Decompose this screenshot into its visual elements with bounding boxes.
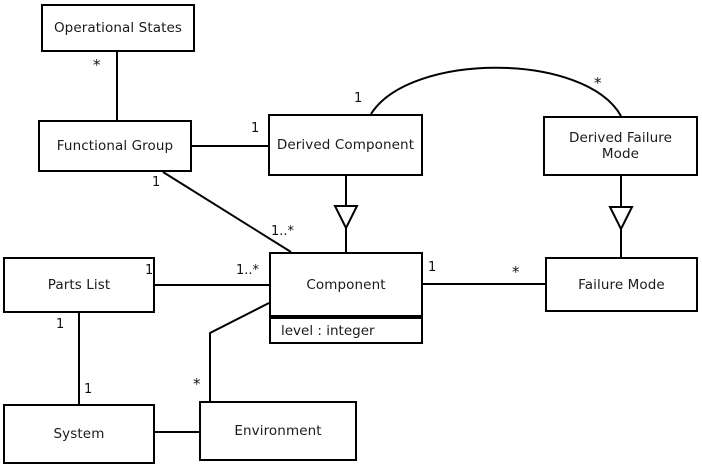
multiplicity-label-mult-partslist-sys: 1 [56, 317, 65, 332]
multiplicity-label-mult-arc-left: 1 [354, 91, 363, 106]
class-name-derived-component: Derived Component [276, 137, 415, 153]
multiplicity-label-mult-component-pl: 1..* [236, 263, 260, 278]
uml-class-system[interactable]: System [3, 404, 155, 464]
multiplicity-label-mult-component-fm: 1 [428, 260, 437, 275]
class-name-functional-group: Functional Group [56, 138, 174, 154]
multiplicity-label-mult-arc-right: * [594, 74, 602, 92]
generalization-arrowhead [608, 206, 634, 232]
relationship-association [209, 302, 270, 401]
multiplicity-label-mult-opstates: * [93, 56, 101, 74]
class-name-environment: Environment [234, 423, 322, 439]
uml-class-parts-list[interactable]: Parts List [3, 257, 155, 313]
uml-class-environment[interactable]: Environment [199, 401, 357, 461]
multiplicity-label-mult-environment: * [193, 375, 201, 393]
class-name-operational-states: Operational States [53, 20, 183, 36]
uml-class-functional-group[interactable]: Functional Group [38, 120, 192, 172]
class-attribute-component: level : integer [269, 317, 423, 344]
relationship-association [370, 66, 622, 117]
class-name-derived-failure-mode: Derived Failure Mode [568, 130, 673, 162]
multiplicity-label-mult-derivedcomp-fg: 1 [251, 121, 260, 136]
uml-class-operational-states[interactable]: Operational States [41, 4, 195, 52]
uml-class-component[interactable]: Component [269, 252, 423, 317]
relationship-association [162, 171, 292, 253]
class-name-parts-list: Parts List [47, 277, 111, 293]
multiplicity-label-mult-partslist-right: 1 [145, 263, 154, 278]
multiplicity-label-mult-failuremode: * [512, 263, 520, 281]
class-name-failure-mode: Failure Mode [578, 276, 665, 293]
class-name-system: System [53, 426, 105, 442]
generalization-arrowhead [333, 205, 359, 231]
multiplicity-label-mult-system-pl: 1 [84, 382, 93, 397]
uml-class-failure-mode[interactable]: Failure Mode [545, 257, 698, 312]
multiplicity-label-mult-component-fg: 1..* [271, 224, 295, 239]
class-name-component: Component [306, 276, 386, 293]
uml-class-derived-component[interactable]: Derived Component [268, 114, 423, 176]
uml-class-derived-failure-mode[interactable]: Derived Failure Mode [543, 116, 698, 176]
multiplicity-label-mult-fg-component: 1 [152, 175, 161, 190]
